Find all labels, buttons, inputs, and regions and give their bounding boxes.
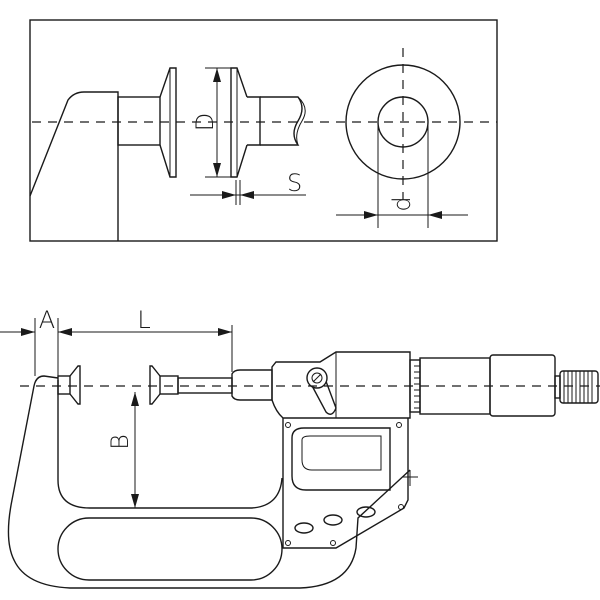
screw-holes <box>285 422 404 546</box>
dimension-D: D <box>191 67 231 178</box>
button-2[interactable] <box>323 514 343 526</box>
label-L: L <box>137 306 150 334</box>
detail-view: D S d <box>29 19 498 242</box>
label-S: S <box>287 169 302 197</box>
display-housing <box>282 418 409 549</box>
button-3[interactable] <box>356 506 376 518</box>
button-1[interactable] <box>294 522 314 534</box>
micrometer-frame-inner <box>57 380 283 509</box>
spindle-disc <box>149 365 161 405</box>
spindle-break <box>260 96 303 146</box>
anvil-disc <box>69 365 81 405</box>
dimension-S: S <box>190 169 306 205</box>
micrometer-frame-outer <box>7 375 411 589</box>
spindle-neck <box>247 96 261 146</box>
lcd-display <box>291 427 391 491</box>
data-port-mark <box>402 470 418 486</box>
label-B: B <box>106 434 134 450</box>
label-A: A <box>39 306 55 334</box>
frame-slot <box>57 517 283 581</box>
spindle-neck <box>159 375 179 395</box>
micrometer-view: A L B <box>0 306 600 589</box>
label-d: d <box>388 196 416 211</box>
dimension-B: B <box>106 392 139 508</box>
dimension-d: d <box>336 122 468 228</box>
anvil-shank <box>117 96 161 146</box>
spindle-sleeve <box>231 369 273 401</box>
micrometer-body <box>271 351 411 419</box>
lcd-window <box>301 435 382 471</box>
anvil <box>57 375 71 395</box>
dimension-A-L: A L <box>0 306 233 378</box>
frame-arm-section <box>29 91 119 241</box>
ratchet-stop[interactable] <box>559 370 599 404</box>
detail-frame <box>29 19 498 242</box>
label-D: D <box>191 113 219 131</box>
